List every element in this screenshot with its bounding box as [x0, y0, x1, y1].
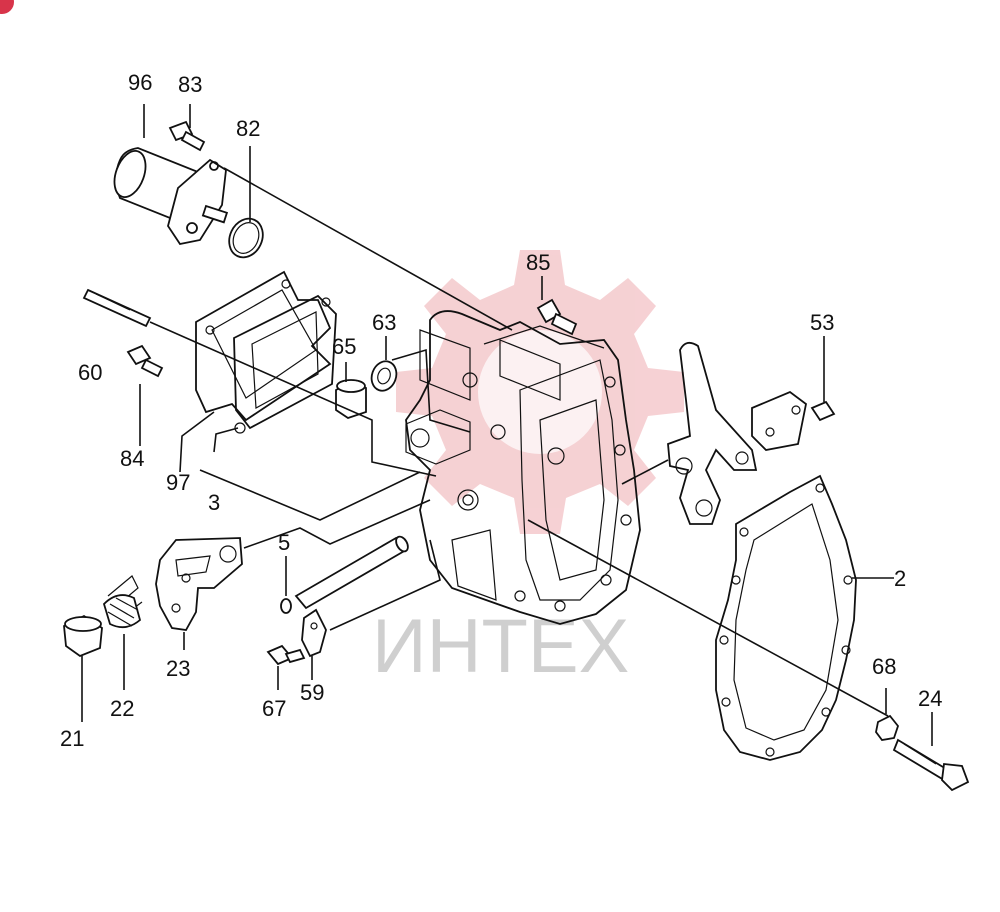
part-63-washer [370, 360, 398, 392]
badge-circle [0, 0, 14, 14]
part-97-gasket [195, 270, 332, 422]
callout-67: 67 [262, 696, 286, 721]
main-housing [405, 310, 641, 625]
part-23-plate [155, 537, 243, 631]
callout-65: 65 [332, 334, 356, 359]
callout-2: 2 [894, 566, 906, 591]
watermark-text: ИНТЕХ [372, 604, 629, 689]
part-3-cover [233, 294, 337, 434]
callout-22: 22 [110, 696, 134, 721]
part-5-shaft [280, 535, 409, 614]
corner-badge [0, 0, 14, 14]
callout-83: 83 [178, 72, 202, 97]
part-96-solenoid [113, 147, 229, 246]
callout-82: 82 [236, 116, 260, 141]
part-83-bolt [168, 120, 206, 152]
callout-63: 63 [372, 310, 396, 335]
callout-59: 59 [300, 680, 324, 705]
part-67-bolt [266, 644, 306, 666]
callout-5: 5 [278, 530, 290, 555]
callout-96: 96 [128, 70, 152, 95]
callout-3: 3 [208, 490, 220, 515]
part-68-nut [875, 714, 900, 741]
part-65-plug [335, 379, 367, 419]
part-22-spring [102, 575, 143, 629]
part-2-gasket [715, 474, 857, 761]
part-84-bolt [126, 344, 164, 378]
assembly-lines [81, 104, 933, 746]
callout-53: 53 [810, 310, 834, 335]
callout-84: 84 [120, 446, 144, 471]
part-53-lever [667, 341, 836, 525]
part-85-bolt [536, 298, 578, 336]
part-82-o-ring [228, 217, 264, 259]
part-24-bolt [892, 738, 970, 792]
callout-23: 23 [166, 656, 190, 681]
callout-labels: 96 83 82 60 84 97 3 65 63 85 53 5 2 23 2… [60, 70, 942, 751]
callout-97: 97 [166, 470, 190, 495]
callout-21: 21 [60, 726, 84, 751]
callout-85: 85 [526, 250, 550, 275]
part-21-plug [63, 614, 103, 658]
callout-60: 60 [78, 360, 102, 385]
callout-24: 24 [918, 686, 942, 711]
part-59-plate [301, 608, 327, 658]
part-60-stud [82, 288, 152, 328]
callout-68: 68 [872, 654, 896, 679]
